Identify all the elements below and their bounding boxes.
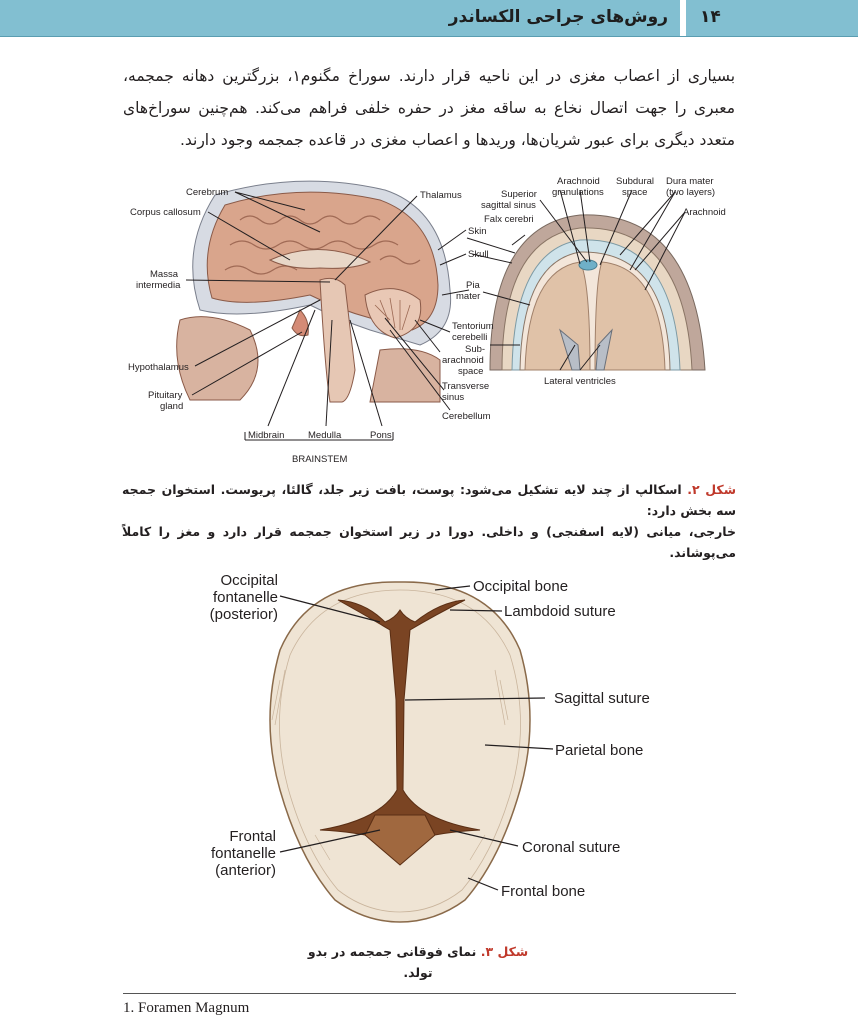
label-arachnoid-top: Arachnoid <box>557 176 600 187</box>
label-sinus: sinus <box>442 392 464 403</box>
page-header: روش‌های جراحی الکساندر ۱۴ <box>0 0 858 37</box>
header-title-bar <box>0 0 680 36</box>
label-pons: Pons <box>370 430 392 441</box>
skull-drawing <box>269 581 531 923</box>
figure-3: Occipital fontanelle (posterior) Occipit… <box>200 560 650 930</box>
body-paragraph: بسیاری از اعصاب مغزی در این ناحیه قرار د… <box>123 60 735 156</box>
footnote-rule <box>123 993 736 994</box>
label-dura-mater: Dura mater <box>666 176 714 187</box>
figure-2-labels: Cerebrum Corpus callosum Massa intermedi… <box>128 176 726 465</box>
label-sagittal-sinus: sagittal sinus <box>481 200 536 211</box>
label-frontal-fontanelle-1: Frontal <box>229 828 276 845</box>
label-midbrain: Midbrain <box>248 430 284 441</box>
label-brainstem: BRAINSTEM <box>292 454 348 465</box>
label-transverse: Transverse <box>442 381 489 392</box>
page-number: ۱۴ <box>700 7 721 27</box>
label-lambdoid-suture: Lambdoid suture <box>504 603 616 620</box>
label-parietal-bone: Parietal bone <box>555 742 643 759</box>
label-coronal-suture: Coronal suture <box>522 839 620 856</box>
label-intermedia: intermedia <box>136 280 181 291</box>
label-superior: Superior <box>501 189 537 200</box>
label-mater: mater <box>456 291 480 302</box>
label-occipital-fontanelle-2: fontanelle <box>213 589 278 606</box>
label-sagittal-suture: Sagittal suture <box>554 690 650 707</box>
label-space: space <box>458 366 483 377</box>
label-skin: Skin <box>468 226 486 237</box>
label-hypothalamus: Hypothalamus <box>128 362 189 373</box>
label-medulla: Medulla <box>308 430 342 441</box>
label-gland: gland <box>160 401 183 412</box>
label-subdural-space: space <box>622 187 647 198</box>
label-tentorium: Tentorium <box>452 321 494 332</box>
label-arachnoid: Arachnoid <box>683 207 726 218</box>
footnote: 1. Foramen Magnum <box>123 1000 250 1016</box>
label-falx-cerebri: Falx cerebri <box>484 214 534 225</box>
label-occipital-fontanelle-1: Occipital <box>220 572 278 589</box>
figure-3-caption-text: نمای فوقانی جمجمه در بدو تولد. <box>307 944 477 980</box>
figure-2-caption-line-1: شکل ۲. اسکالپ از چند لایه تشکیل می‌شود: … <box>122 479 736 521</box>
figure-3-caption-label: شکل ۳. <box>480 944 529 959</box>
figure-3-leader-lines <box>279 585 554 891</box>
brain-meninges-illustration: Cerebrum Corpus callosum Massa intermedi… <box>128 176 726 465</box>
label-sub: Sub- <box>465 344 485 355</box>
figure-3-caption: شکل ۳. نمای فوقانی جمجمه در بدو تولد. <box>300 941 536 983</box>
label-skull: Skull <box>468 249 489 260</box>
figure-2-caption-line-2: خارجی، میانی (لایه اسفنجی) و داخلی. دورا… <box>122 524 736 560</box>
label-cerebelli: cerebelli <box>452 332 487 343</box>
label-granulations: granulations <box>552 187 604 198</box>
label-pituitary: Pituitary <box>148 390 183 401</box>
figure-2-caption-label: شکل ۲. <box>687 482 736 497</box>
infant-skull-illustration: Occipital fontanelle (posterior) Occipit… <box>210 572 650 923</box>
figure-2-caption: شکل ۲. اسکالپ از چند لایه تشکیل می‌شود: … <box>122 479 736 563</box>
figure-2: Cerebrum Corpus callosum Massa intermedi… <box>120 170 740 470</box>
label-corpus-callosum: Corpus callosum <box>130 207 201 218</box>
label-occipital-fontanelle-3: (posterior) <box>210 606 278 623</box>
label-frontal-fontanelle-2: fontanelle <box>211 845 276 862</box>
label-two-layers: (two layers) <box>666 187 715 198</box>
label-subdural: Subdural <box>616 176 654 187</box>
label-cerebrum: Cerebrum <box>186 187 228 198</box>
sagittal-brain-drawing <box>176 180 452 403</box>
figure-2-caption-text-1: اسکالپ از چند لایه تشکیل می‌شود: پوست، ب… <box>122 482 736 518</box>
figure-2-leader-lines <box>185 189 686 441</box>
header-rule <box>0 36 858 37</box>
header-page-number-box <box>686 0 858 36</box>
label-massa: Massa <box>150 269 179 280</box>
label-lateral-ventricles: Lateral ventricles <box>544 376 616 387</box>
label-frontal-fontanelle-3: (anterior) <box>215 862 276 879</box>
body-paragraph-text: بسیاری از اعصاب مغزی در این ناحیه قرار د… <box>123 67 736 149</box>
coronal-section-drawing <box>489 214 706 371</box>
figure-3-labels: Occipital fontanelle (posterior) Occipit… <box>210 572 650 900</box>
label-cerebellum: Cerebellum <box>442 411 491 422</box>
label-frontal-bone: Frontal bone <box>501 883 585 900</box>
label-occipital-bone: Occipital bone <box>473 578 568 595</box>
label-subarachnoid: arachnoid <box>442 355 484 366</box>
label-thalamus: Thalamus <box>420 190 462 201</box>
running-title: روش‌های جراحی الکساندر <box>448 7 668 27</box>
label-pia: Pia <box>466 280 480 291</box>
